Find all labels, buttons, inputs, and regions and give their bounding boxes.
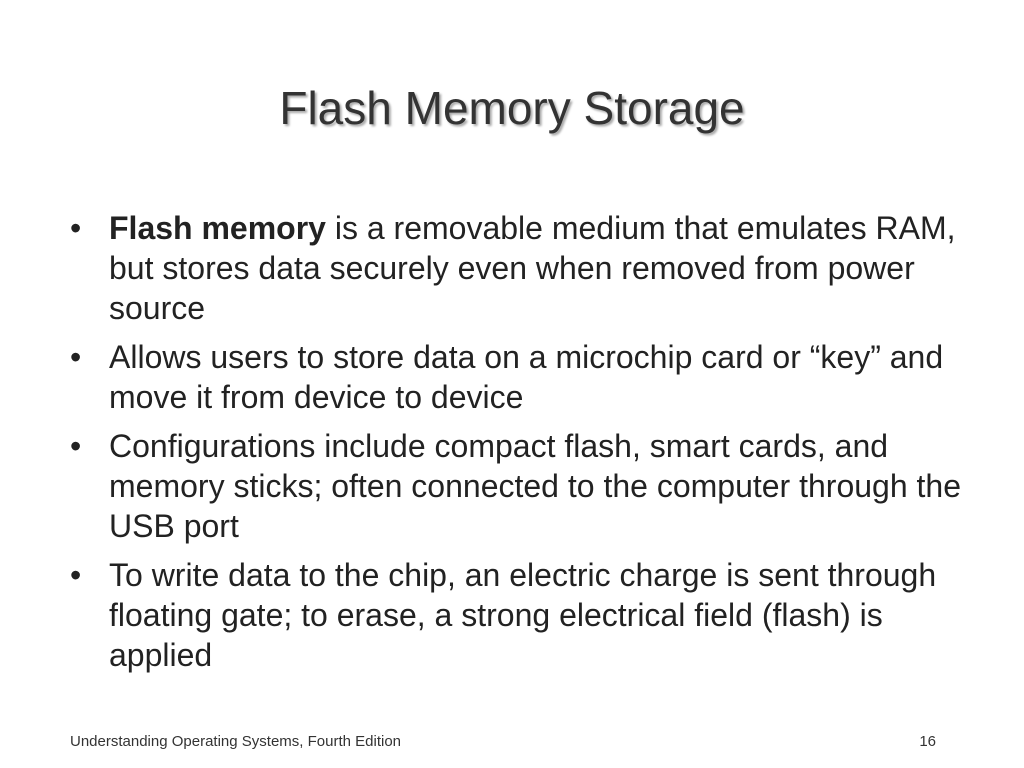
bullet-dot-icon: • <box>70 428 82 464</box>
bullet-text: is a removable medium that emulates RAM,… <box>109 210 956 326</box>
slide-title: Flash Memory Storage <box>279 82 745 134</box>
bullet-text: To write data to the chip, an electric c… <box>109 557 937 673</box>
bullet-text: Allows users to store data on a microchi… <box>109 339 944 415</box>
footer-page-number: 16 <box>919 733 936 750</box>
bullet-item: • To write data to the chip, an electric… <box>70 555 990 675</box>
bullet-item: • Configurations include compact flash, … <box>70 426 990 546</box>
bullet-dot-icon: • <box>70 557 82 593</box>
bullet-list: • Flash memory is a removable medium tha… <box>70 208 990 684</box>
footer-book-title: Understanding Operating Systems, Fourth … <box>70 733 402 750</box>
bullet-term: Flash memory <box>109 210 326 246</box>
bullet-dot-icon: • <box>70 210 82 246</box>
bullet-text: Configurations include compact flash, sm… <box>109 428 961 544</box>
bullet-dot-icon: • <box>70 339 82 375</box>
bullet-item: • Flash memory is a removable medium tha… <box>70 208 990 328</box>
bullet-item: • Allows users to store data on a microc… <box>70 337 990 417</box>
